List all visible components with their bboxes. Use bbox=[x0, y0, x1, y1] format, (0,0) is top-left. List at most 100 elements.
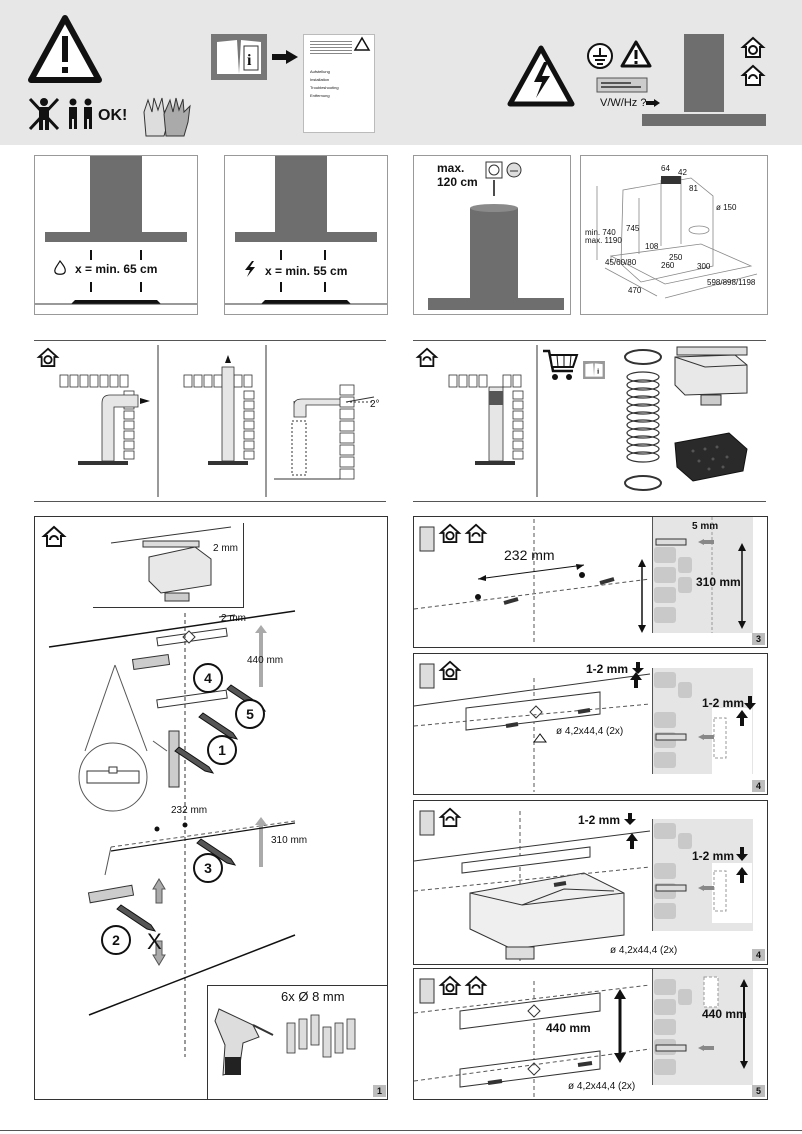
mounting-bracket-box bbox=[674, 346, 748, 406]
booklet-line: Aufstellung bbox=[310, 69, 330, 74]
gas-clearance-label: x = min. 65 cm bbox=[75, 262, 158, 276]
duct-hose-clamps bbox=[624, 349, 662, 491]
step-marker-2: 2 bbox=[101, 925, 131, 955]
pencil-icon bbox=[198, 712, 239, 740]
arrow-down-icon bbox=[744, 696, 756, 710]
rating-plate-icon bbox=[596, 77, 648, 93]
step4-hood-panel: 1-2 mm 1-2 mm ø 4,2x44,4 (2x) 4 bbox=[413, 800, 768, 965]
pencil-icon bbox=[174, 746, 215, 774]
page-number: 3 bbox=[752, 633, 765, 645]
dim-2mm: 2 mm bbox=[221, 613, 246, 624]
step5-panel: 440 mm 440 mm ø 4,2x44,4 (2x) 5 bbox=[413, 968, 768, 1100]
wall-plug-icon bbox=[419, 810, 435, 836]
clearance-gas-panel: x = min. 65 cm bbox=[34, 155, 198, 315]
dim-widths-depth: 45/60/80 bbox=[605, 258, 637, 267]
dim-widths: 598/898/1198 bbox=[707, 278, 756, 287]
step3-panel: 232 mm 5 mm 310 mm 3 bbox=[413, 516, 768, 648]
screws-label: ø 4,2x44,4 (2x) bbox=[610, 945, 678, 956]
wall-bricks bbox=[654, 976, 748, 1075]
svg-text:i: i bbox=[247, 52, 252, 69]
booklet-line: Installation bbox=[310, 77, 330, 82]
dim-81: 81 bbox=[689, 184, 698, 193]
ducted-mode-icon bbox=[438, 523, 462, 543]
dim-1-2mm-side: 1-2 mm bbox=[692, 849, 735, 863]
dim-440: 440 mm bbox=[247, 655, 284, 666]
arrow-right-icon bbox=[272, 50, 298, 64]
dim-min-max-line2: max. 1190 bbox=[585, 236, 622, 245]
two-bracket-fixing bbox=[414, 981, 651, 1097]
hood-max-height bbox=[428, 180, 564, 310]
recirculation-mode-icon bbox=[740, 64, 766, 86]
dim-108: 108 bbox=[645, 242, 659, 251]
dim-310: 310 mm bbox=[271, 835, 308, 846]
dim-300: 300 bbox=[697, 262, 711, 271]
max-label-line1: max. bbox=[437, 161, 465, 175]
ducted-mode-icon bbox=[438, 975, 462, 995]
small-warning-icon bbox=[620, 40, 652, 68]
svg-text:i: i bbox=[597, 368, 599, 376]
dim-1-2mm-side: 1-2 mm bbox=[702, 696, 745, 710]
wall-bricks bbox=[654, 823, 752, 923]
screws-label: ø 4,2x44,4 (2x) bbox=[556, 726, 624, 737]
wall-plug-icon bbox=[419, 663, 435, 689]
gloves-icon bbox=[143, 97, 191, 137]
venting-section: 2° bbox=[34, 340, 386, 502]
dim-745: 745 bbox=[626, 224, 640, 233]
venting-diagrams bbox=[59, 345, 375, 497]
page-number: 4 bbox=[752, 780, 765, 792]
recirculation-mode-icon bbox=[438, 807, 462, 827]
hood-dimension-drawing bbox=[596, 176, 758, 299]
wall-bricks bbox=[654, 672, 752, 774]
x-mark: X bbox=[147, 929, 162, 954]
step-marker-1: 1 bbox=[207, 735, 237, 765]
shopping-cart-icon bbox=[543, 349, 579, 380]
no-single-person-icon bbox=[28, 97, 60, 131]
dim-250: 250 bbox=[669, 253, 683, 262]
dim-1-2mm-top: 1-2 mm bbox=[586, 662, 629, 676]
wall-bricks bbox=[654, 517, 746, 633]
step-marker-5: 5 bbox=[235, 699, 265, 729]
recirculation-diagram bbox=[448, 345, 538, 497]
dim-5mm: 5 mm bbox=[692, 521, 719, 532]
dim-310: 310 mm bbox=[696, 575, 741, 589]
chimney-hood-illustration bbox=[642, 34, 766, 126]
recirculation-mode-icon bbox=[41, 525, 67, 547]
pencil-icon bbox=[196, 838, 237, 866]
dimensions-panel: 64 42 81 ø 150 745 min. 740 max. 1190 10… bbox=[580, 155, 768, 315]
dim-64: 64 bbox=[661, 164, 670, 173]
bracket-level-drawing bbox=[48, 526, 296, 1057]
dim-470: 470 bbox=[628, 286, 642, 295]
arrow-down-icon bbox=[624, 813, 636, 825]
arrow-down-icon bbox=[736, 847, 748, 861]
dim-150: ø 150 bbox=[716, 203, 737, 212]
drill-label: 6x Ø 8 mm bbox=[281, 989, 345, 1004]
dim-260: 260 bbox=[661, 261, 675, 270]
screws-label: ø 4,2x44,4 (2x) bbox=[568, 1081, 636, 1092]
ground-symbol-icon bbox=[506, 162, 522, 178]
step-marker-3: 3 bbox=[193, 853, 223, 883]
dim-232: 232 mm bbox=[171, 805, 208, 816]
dim-1-2mm-top: 1-2 mm bbox=[578, 813, 621, 827]
max-label-line2: 120 cm bbox=[437, 175, 478, 189]
electric-hazard-icon bbox=[507, 45, 575, 107]
dim-42: 42 bbox=[678, 168, 687, 177]
carbon-filter-icon bbox=[674, 432, 748, 482]
duct-angle-label: 2° bbox=[370, 399, 380, 410]
drill-icon bbox=[214, 1008, 274, 1076]
ok-label: OK! bbox=[98, 107, 128, 124]
booklet-warning-icon bbox=[353, 36, 371, 51]
drill-hole-layout bbox=[414, 519, 651, 645]
page-number: 4 bbox=[752, 949, 765, 961]
hood-bracket-fixing bbox=[414, 811, 651, 961]
manual-book-icon: i bbox=[583, 361, 605, 379]
recirculation-mode-icon bbox=[464, 975, 488, 995]
lightning-icon bbox=[245, 261, 255, 277]
step4-bracket-panel: 1-2 mm 1-2 mm ø 4,2x44,4 (2x) 4 bbox=[413, 653, 768, 795]
wall-plug-icon bbox=[419, 978, 435, 1004]
socket-icon bbox=[485, 161, 503, 179]
max-height-panel: max. 120 cm bbox=[413, 155, 571, 315]
ground-symbol-icon bbox=[587, 43, 613, 69]
hood-over-gas-hob bbox=[35, 156, 197, 305]
step-marker-4: 4 bbox=[193, 663, 223, 693]
gas-flame-icon bbox=[54, 259, 66, 275]
